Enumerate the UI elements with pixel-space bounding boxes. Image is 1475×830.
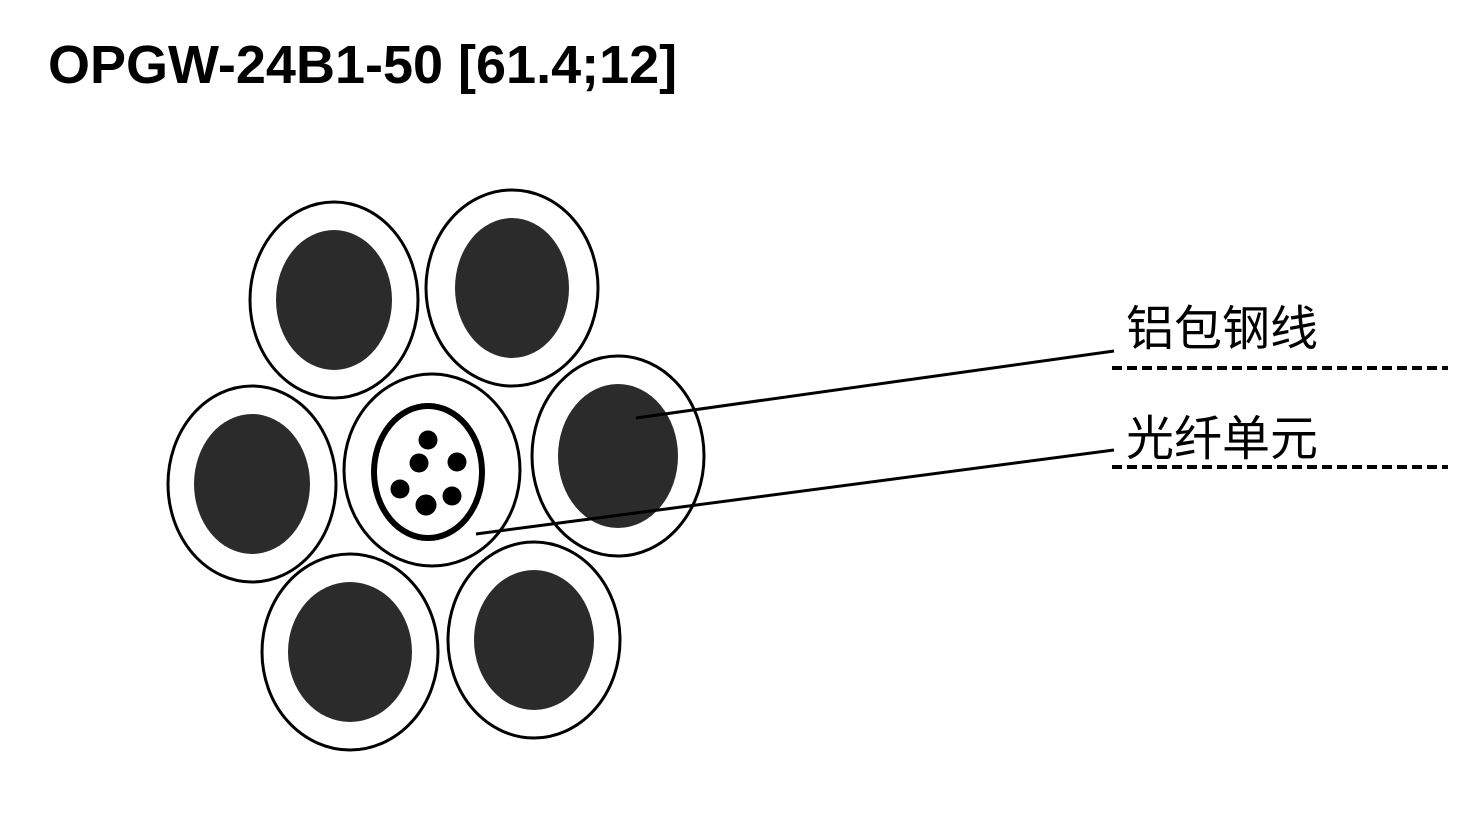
central-fiber-unit — [342, 372, 522, 568]
strand-bottom-left — [260, 552, 440, 752]
strand-bottom-right — [446, 540, 622, 740]
optical-fiber-dot — [447, 452, 467, 472]
optical-fiber-dot — [418, 430, 438, 450]
strand-top-left — [248, 200, 420, 400]
optical-fiber-dot — [442, 486, 462, 506]
leader-line-strand — [635, 349, 1115, 420]
label-optical-fiber-unit: 光纤单元 — [1126, 411, 1318, 467]
strand-right — [530, 354, 706, 558]
leader-line-fiber-unit — [475, 448, 1115, 536]
strand-top-right — [424, 188, 600, 388]
cable-model-title: OPGW-24B1-50 [61.4;12] — [48, 35, 678, 95]
strand-left — [166, 384, 338, 584]
optical-fiber-dot — [415, 494, 437, 516]
optical-fiber-dot — [390, 479, 410, 499]
optical-fiber-dot — [409, 453, 429, 473]
label-aluminum-clad-steel-wire: 铝包钢线 — [1126, 301, 1318, 357]
